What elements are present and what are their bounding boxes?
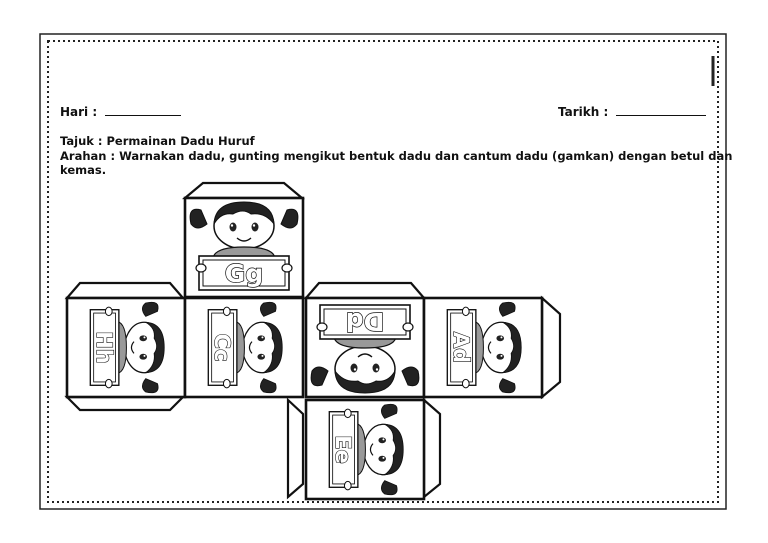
dice-face-dd: Dd xyxy=(304,296,426,399)
girl-holding-sign-icon xyxy=(328,403,404,496)
dice-face-letters: Ee xyxy=(331,435,355,464)
dice-face-letters: Gg xyxy=(225,259,263,288)
arahan-text-continued: kemas. xyxy=(60,163,107,177)
arahan-text: Arahan : Warnakan dadu, gunting mengikut… xyxy=(60,149,733,163)
dice-face-letters: Ad xyxy=(449,332,473,363)
tarikh-label: Tarikh : xyxy=(558,105,609,119)
tarikh-field[interactable]: Tarikh : xyxy=(558,105,707,119)
dice-face-letters: Hh xyxy=(92,331,116,364)
dice-face-ee: Ee xyxy=(304,398,426,501)
glue-tab xyxy=(303,281,427,300)
girl-holding-sign-icon xyxy=(189,201,299,291)
girl-holding-sign-icon xyxy=(89,301,165,394)
dice-face-cc: Cc xyxy=(183,296,305,399)
hari-blank-line xyxy=(105,105,182,116)
tajuk-text: Tajuk : Permainan Dadu Huruf xyxy=(60,134,255,148)
girl-holding-sign-icon xyxy=(310,304,420,394)
tarikh-blank-line xyxy=(616,105,707,116)
glue-tab xyxy=(181,181,306,200)
glue-tab xyxy=(64,281,186,300)
glue-tab xyxy=(540,295,562,400)
glue-tab xyxy=(286,397,305,500)
hari-field[interactable]: Hari : xyxy=(60,105,182,119)
dice-face-letters: Cc xyxy=(210,334,234,362)
dice-face-hh: Hh xyxy=(65,296,187,399)
glue-tab xyxy=(422,397,442,500)
dice-face-letters: Dd xyxy=(346,307,385,336)
dice-face-gg: Gg xyxy=(183,196,305,299)
glue-tab xyxy=(64,395,186,412)
glue-tabs xyxy=(64,181,562,500)
girl-holding-sign-icon xyxy=(207,301,283,394)
girl-holding-sign-icon xyxy=(446,301,522,394)
dice-face-ad: Ad xyxy=(422,296,544,399)
hari-label: Hari : xyxy=(60,105,98,119)
